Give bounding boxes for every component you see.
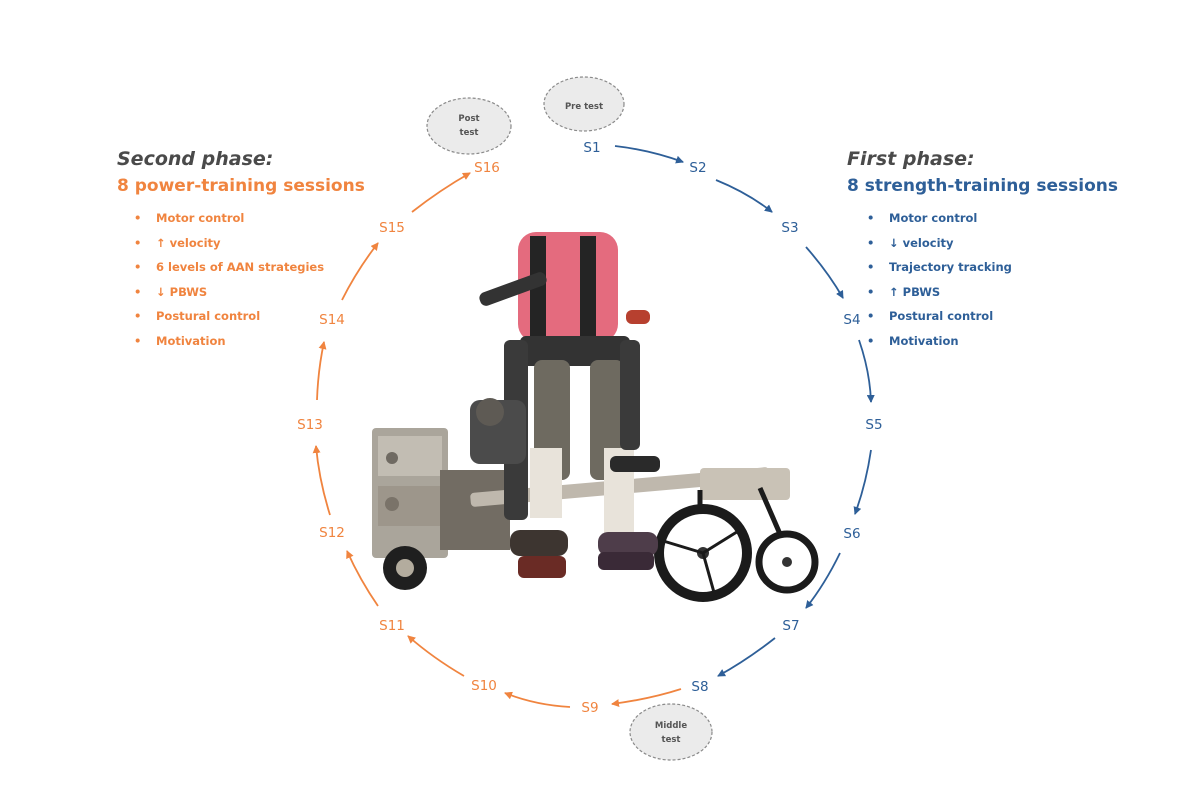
first-phase-subtitle: 8 strength-training sessions xyxy=(847,176,1119,196)
list-item: •6 levels of AAN strategies xyxy=(134,255,365,280)
session-label-s6: S6 xyxy=(843,526,860,542)
arrow-s7-s8 xyxy=(717,637,776,677)
arrow-s1-s2 xyxy=(614,145,684,164)
session-label-s10: S10 xyxy=(471,678,497,694)
arrow-s5-s6 xyxy=(853,449,872,515)
arrow-s3-s4 xyxy=(805,246,844,299)
arrow-s13-s14 xyxy=(316,341,327,401)
list-item: •Motivation xyxy=(867,329,1118,354)
arrow-s11-s12 xyxy=(346,550,379,607)
session-label-s11: S11 xyxy=(379,618,405,634)
middle-test-node: Middle test xyxy=(629,703,713,761)
bullet-icon: • xyxy=(134,284,142,299)
arrow-s15-s16 xyxy=(411,172,471,213)
post-test-label-line2: test xyxy=(460,128,479,138)
first-phase-panel: First phase: 8 strength-training session… xyxy=(847,148,1118,353)
pre-test-label: Pre test xyxy=(565,102,603,112)
exoskeleton-photo xyxy=(372,232,819,602)
session-label-s12: S12 xyxy=(319,525,345,541)
second-phase-list: •Motor control •↑ velocity •6 levels of … xyxy=(134,206,365,353)
arrow-s14-s15 xyxy=(341,242,379,301)
arrow-s4-s5 xyxy=(858,339,875,403)
bullet-icon: • xyxy=(134,235,142,250)
session-label-s3: S3 xyxy=(781,220,798,236)
session-label-s5: S5 xyxy=(865,417,882,433)
bullet-icon: • xyxy=(867,333,875,348)
session-label-s7: S7 xyxy=(782,618,799,634)
session-label-s14: S14 xyxy=(319,312,345,328)
session-label-s2: S2 xyxy=(689,160,706,176)
bullet-icon: • xyxy=(867,235,875,250)
first-phase-list: •Motor control •↓ velocity •Trajectory t… xyxy=(867,206,1118,353)
list-item: •↓ velocity xyxy=(867,231,1118,256)
session-label-s15: S15 xyxy=(379,220,405,236)
second-phase-subtitle: 8 power-training sessions xyxy=(117,176,365,196)
second-phase-arrows xyxy=(312,172,682,708)
bullet-icon: • xyxy=(867,284,875,299)
list-item: •Motor control xyxy=(134,206,365,231)
session-label-s4: S4 xyxy=(843,312,860,328)
session-label-s16: S16 xyxy=(474,160,500,176)
arrow-s12-s13 xyxy=(312,445,331,516)
second-phase-title: Second phase: xyxy=(117,148,274,170)
arrow-s10-s11 xyxy=(407,635,465,677)
bullet-icon: • xyxy=(867,309,875,323)
arrow-s2-s3 xyxy=(715,179,773,213)
bullet-icon: • xyxy=(867,260,875,274)
list-item: •↑ velocity xyxy=(134,231,365,256)
pre-test-node: Pre test xyxy=(543,76,625,132)
bullet-icon: • xyxy=(134,211,142,225)
bullet-icon: • xyxy=(134,309,142,323)
bullet-icon: • xyxy=(867,211,875,225)
bullet-icon: • xyxy=(134,333,142,348)
post-test-node: Post test xyxy=(426,97,512,155)
list-item: •↓ PBWS xyxy=(134,280,365,305)
arrow-s9-s10 xyxy=(504,691,571,708)
list-item: •Trajectory tracking xyxy=(867,255,1118,280)
list-item: •↑ PBWS xyxy=(867,280,1118,305)
arrow-s8-s9 xyxy=(611,688,682,708)
session-label-s13: S13 xyxy=(297,417,323,433)
session-label-s9: S9 xyxy=(581,700,598,716)
list-item: •Postural control xyxy=(867,304,1118,329)
list-item: •Motor control xyxy=(867,206,1118,231)
session-label-s8: S8 xyxy=(691,679,708,695)
list-item: •Postural control xyxy=(134,304,365,329)
first-phase-title: First phase: xyxy=(847,148,975,170)
middle-test-label-line1: Middle xyxy=(655,721,687,731)
middle-test-label-line2: test xyxy=(662,735,681,745)
post-test-label-line1: Post xyxy=(458,114,479,124)
arrow-s6-s7 xyxy=(805,552,841,609)
list-item: •Motivation xyxy=(134,329,365,354)
session-label-s1: S1 xyxy=(583,140,600,156)
bullet-icon: • xyxy=(134,260,142,274)
second-phase-panel: Second phase: 8 power-training sessions … xyxy=(117,148,365,353)
first-phase-arrows xyxy=(614,145,875,677)
